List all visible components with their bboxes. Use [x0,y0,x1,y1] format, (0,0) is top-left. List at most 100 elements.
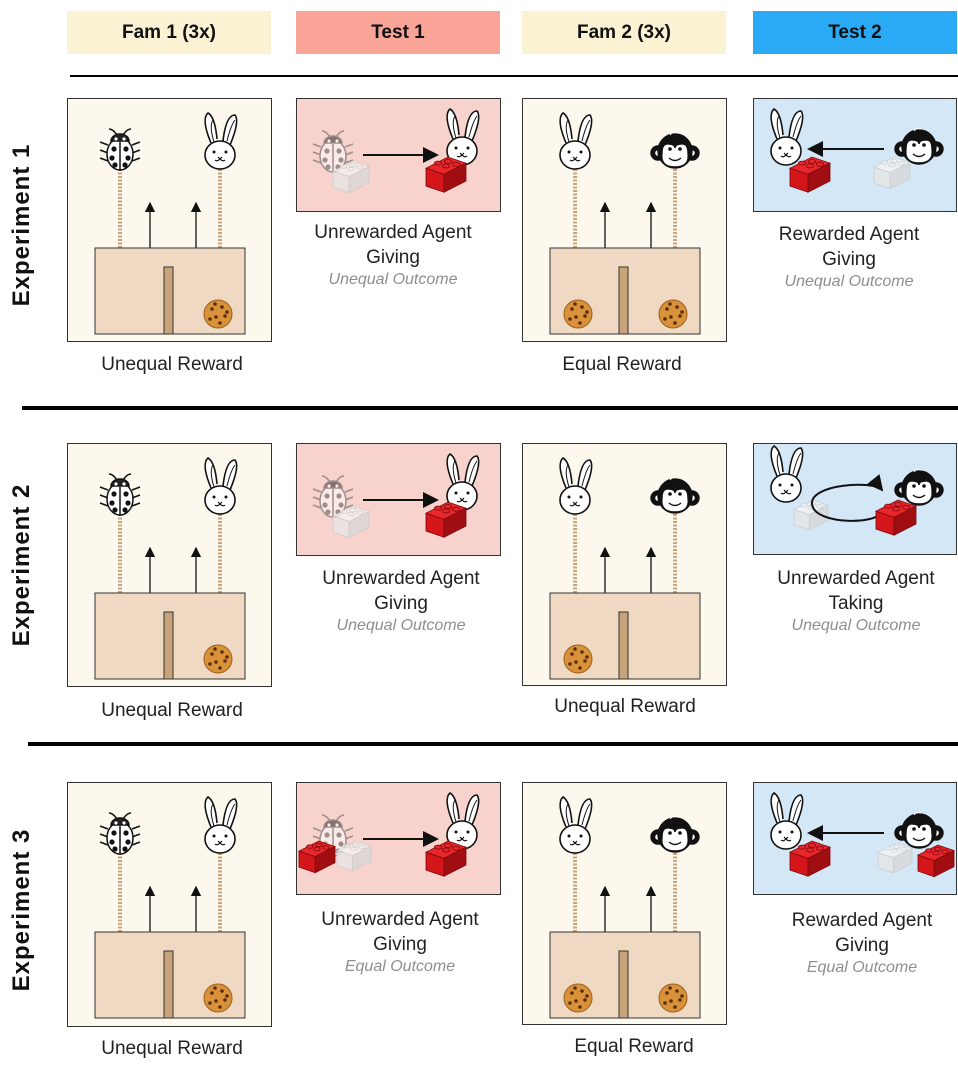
test1-scene [296,443,501,556]
test2-scene [753,98,957,212]
row-label-experiment-2: Experiment 2 [8,483,35,647]
fam1-caption: Unequal Reward [101,354,243,375]
ladybug-icon [99,473,141,516]
ladybug-icon [312,130,354,173]
column-header-fam1: Fam 1 (3x) [67,11,271,54]
test1-scene [296,98,501,212]
cookie-icon [203,644,233,674]
test2-scene [753,443,957,555]
row-label-experiment-3: Experiment 3 [8,828,35,992]
lego-block-icon [331,160,371,194]
lego-block-icon [335,840,373,872]
lego-block-icon [916,844,956,878]
bunny-icon [446,108,480,166]
bunny-icon [770,108,804,166]
test-caption-line1: Unrewarded Agent [314,222,472,243]
rope-icon [118,514,222,594]
rope-icon [118,169,222,249]
fam1-scene [67,98,272,342]
ladybug-icon [99,128,141,171]
column-header-label: Test 1 [371,21,425,43]
test-outcome: Unequal Outcome [336,617,466,634]
row-label-experiment-1: Experiment 1 [8,143,35,307]
test-outcome: Equal Outcome [806,959,918,976]
column-header-test1: Test 1 [296,11,500,54]
bunny-icon [204,796,238,854]
cookie-icon [563,299,593,329]
rope-icon [573,169,677,249]
monkey-icon [894,127,944,165]
monkey-icon [650,815,700,853]
test2-scene [753,782,957,895]
lego-block-icon [331,505,371,539]
bunny-icon [559,112,593,170]
test-caption-line2: Giving [835,935,889,956]
lego-block-icon [876,842,914,874]
rope-icon [573,514,677,594]
fam1-scene [67,782,272,1027]
test-caption-line1: Rewarded Agent [791,910,933,931]
test-outcome: Unequal Outcome [791,617,921,634]
lego-block-icon [424,501,468,538]
test-caption-line2: Taking [828,593,884,614]
rope-icon [118,853,222,933]
test-caption-line2: Giving [822,249,876,270]
lego-block-icon [872,156,912,190]
lego-block-icon [792,499,830,531]
lego-block-icon [788,156,832,193]
cookie-icon [563,644,593,674]
experiment-divider [28,742,958,746]
fam2-caption: Unequal Reward [554,696,696,717]
test-caption-line1: Unrewarded Agent [321,909,479,930]
monkey-icon [650,476,700,514]
test-caption-line2: Giving [374,593,428,614]
test-outcome: Unequal Outcome [784,273,914,290]
fam2-caption: Equal Reward [562,354,682,375]
test-outcome: Equal Outcome [344,958,456,975]
bunny-icon [204,457,238,515]
lego-block-icon [788,840,832,877]
test1-scene [296,782,501,895]
bunny-icon [559,796,593,854]
fam1-scene [67,443,272,687]
bunny-icon [204,112,238,170]
fam2-scene [522,98,727,342]
lego-block-icon [424,156,468,193]
cookie-icon [658,299,688,329]
bunny-icon [770,445,804,503]
column-header-label: Fam 1 (3x) [122,21,216,43]
test-caption-line1: Unrewarded Agent [322,568,480,589]
cookie-icon [203,299,233,329]
column-header-label: Test 2 [828,21,882,43]
test-caption-line1: Unrewarded Agent [777,568,935,589]
test-caption-line2: Giving [373,934,427,955]
column-header-fam2: Fam 2 (3x) [522,11,726,54]
experiment-divider [22,406,958,410]
fam2-scene [522,443,727,686]
rope-icon [573,853,677,933]
monkey-icon [650,131,700,169]
monkey-icon [894,468,944,506]
bunny-icon [446,792,480,850]
bunny-icon [446,453,480,511]
column-header-test2: Test 2 [753,11,957,54]
fam1-caption: Unequal Reward [101,1038,243,1059]
cookie-icon [203,983,233,1013]
cookie-icon [563,983,593,1013]
ladybug-icon [99,812,141,855]
test-outcome: Unequal Outcome [328,271,458,288]
test-caption-line2: Giving [366,247,420,268]
cookie-icon [658,983,688,1013]
fam1-caption: Unequal Reward [101,700,243,721]
lego-block-icon [424,840,468,877]
fam2-scene [522,782,727,1025]
lego-block-icon [874,499,918,536]
column-header-label: Fam 2 (3x) [577,21,671,43]
test-caption-line1: Rewarded Agent [778,224,920,245]
fam2-caption: Equal Reward [574,1036,694,1057]
bunny-icon [770,792,804,850]
monkey-icon [894,811,944,849]
lego-block-icon [297,840,337,874]
bunny-icon [559,457,593,515]
header-divider [70,75,958,77]
